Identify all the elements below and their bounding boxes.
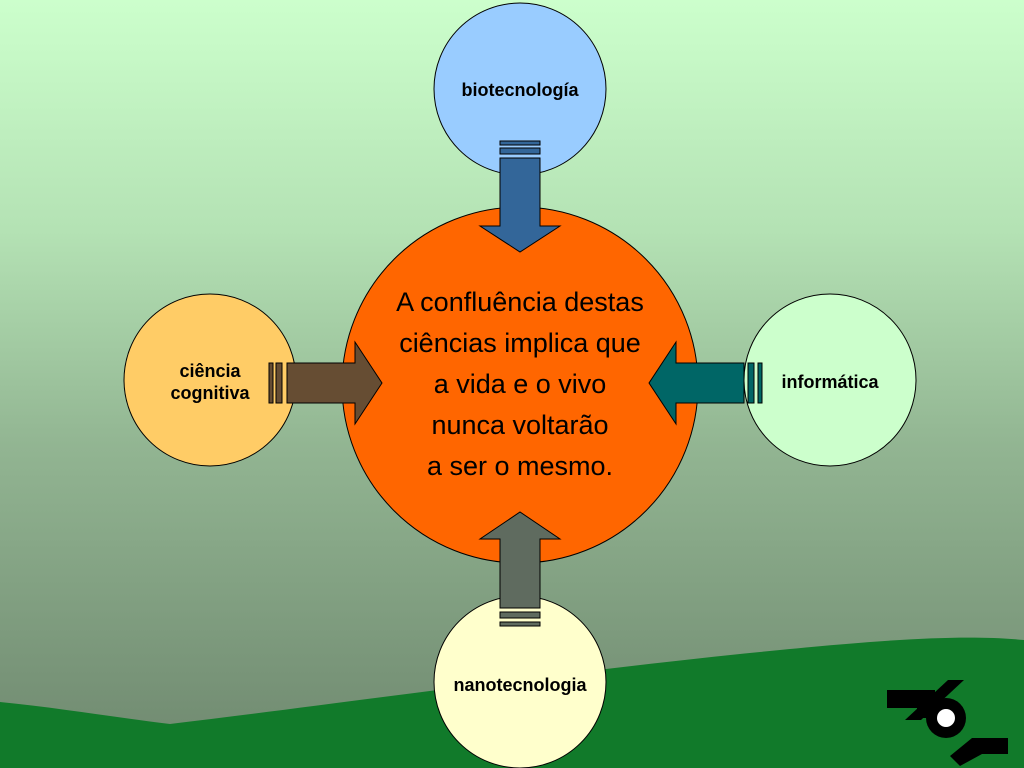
node-bottom-label: nanotecnologia xyxy=(453,675,587,695)
partner-logo-icon xyxy=(887,680,1008,766)
node-left-label: ciência cognitiva xyxy=(170,361,250,403)
node-top-label: biotecnología xyxy=(461,80,579,100)
arrow-bottom-icon xyxy=(478,511,562,627)
arrow-top-icon xyxy=(478,140,562,253)
arrow-right-icon xyxy=(648,340,763,426)
arrow-left-icon xyxy=(268,340,383,426)
center-text: A confluência destas ciências implica qu… xyxy=(396,287,644,481)
node-right-label: informática xyxy=(781,372,879,392)
